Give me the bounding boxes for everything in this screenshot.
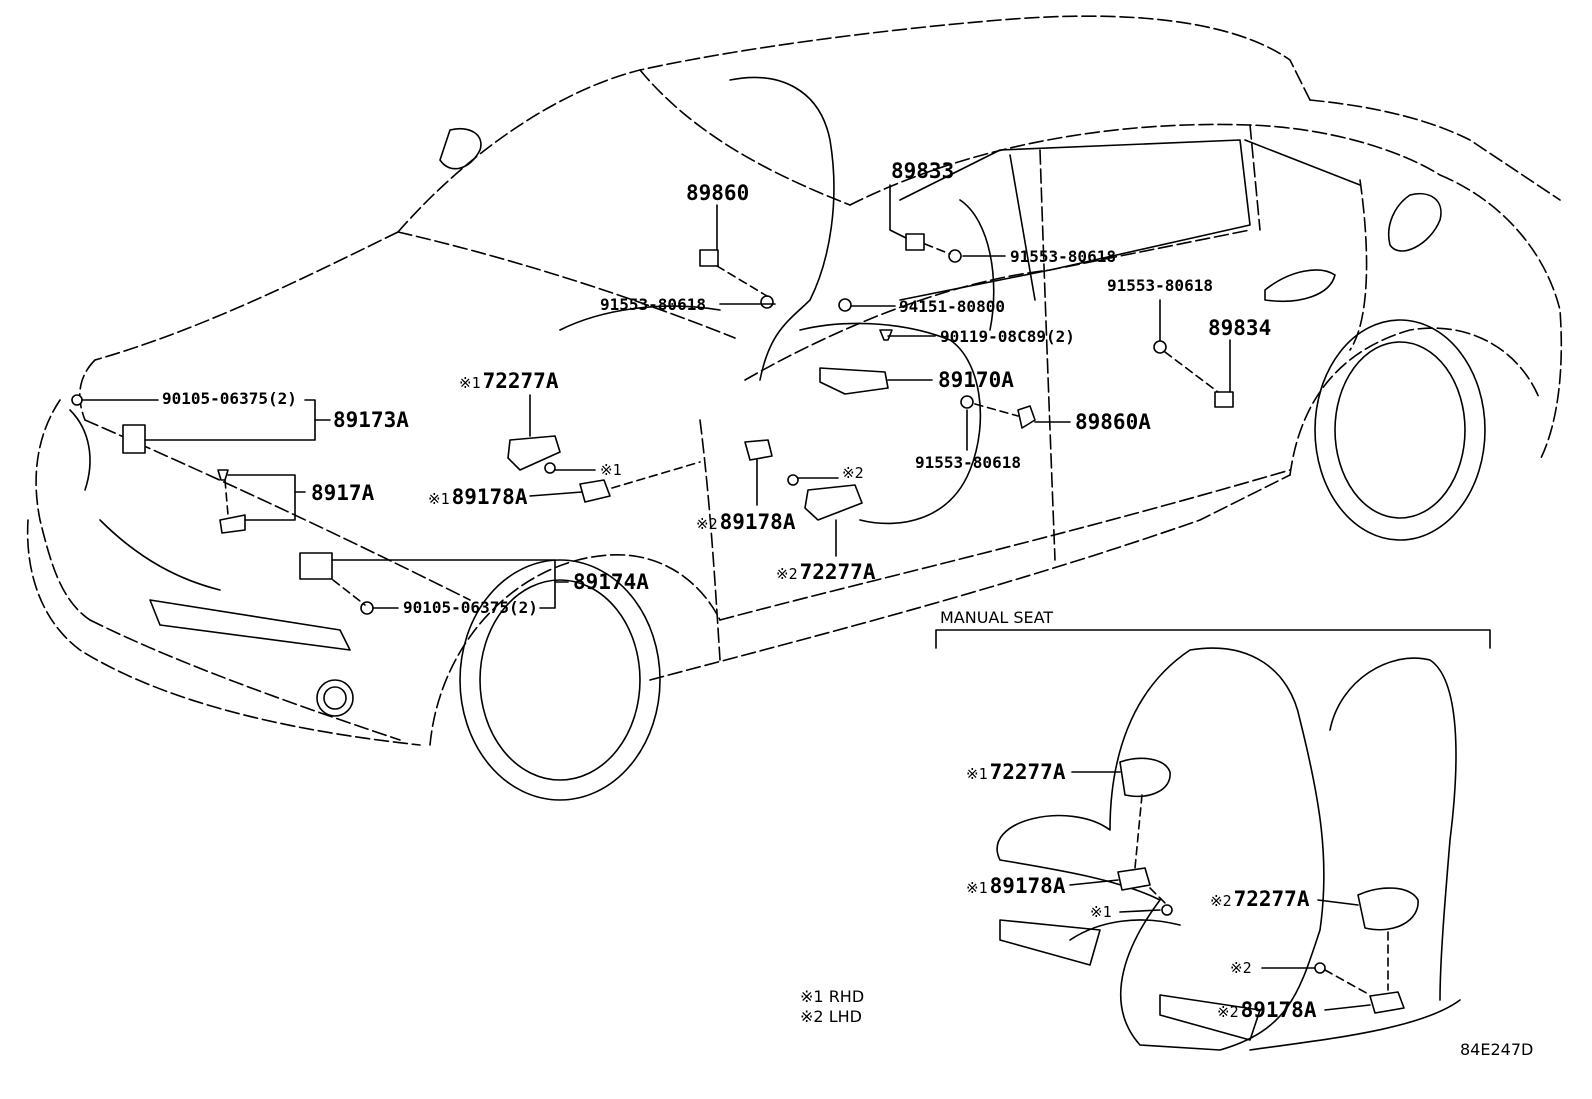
bolt-icon: [1161, 904, 1173, 916]
bolt-icon: [787, 474, 799, 486]
label-8917a: 8917A: [311, 481, 375, 505]
label-94151-80800: 94151-80800: [899, 297, 1005, 316]
label-89174a: 89174A: [573, 570, 649, 594]
bolt-icon: [1153, 340, 1167, 354]
sensor-89174a-icon: [299, 552, 333, 580]
label-72277a-lhd: ※272277A: [776, 560, 876, 584]
manual-seat-illustration: [996, 647, 1461, 1051]
connector-lines: [224, 243, 1389, 996]
seat-bracket-72277a-icon: [804, 484, 863, 521]
sensor-89860-icon: [699, 249, 719, 267]
sensor-89173a-icon: [122, 424, 146, 454]
label-89860: 89860: [686, 181, 750, 205]
label-89170a: 89170A: [938, 368, 1014, 392]
manual-seat-title: MANUAL SEAT: [940, 608, 1054, 627]
label-90119-08c89: 90119-08C89(2): [940, 327, 1075, 346]
sensor-89834-icon: [1214, 391, 1234, 408]
seat-label-72277a-rhd: ※172277A: [966, 760, 1066, 784]
bolt-icon: [879, 329, 893, 341]
airbag-module-icon: [819, 367, 889, 395]
bolt-icon: [960, 395, 974, 409]
seat-label-rhd-bolt: ※1: [1090, 903, 1112, 921]
label-91553-80618-a: 91553-80618: [1010, 247, 1116, 266]
legend-rhd: ※1 RHD: [800, 987, 865, 1006]
bolt-icon: [71, 394, 83, 406]
label-89860a: 89860A: [1075, 410, 1151, 434]
seat-sensor-89178a-icon: [1369, 991, 1405, 1014]
label-89834: 89834: [1208, 316, 1272, 340]
leader-lines: [81, 184, 1371, 1011]
seat-label-lhd-bolt: ※2: [1230, 959, 1252, 977]
legend-lhd: ※2 LHD: [800, 1007, 862, 1026]
seat-label-89178a-rhd: ※189178A: [966, 874, 1066, 898]
car-body-outline: [26, 15, 1563, 746]
label-90105-06375-b: 90105-06375(2): [403, 598, 538, 617]
nut-icon: [838, 298, 852, 312]
bolt-icon: [760, 295, 774, 309]
sensor-89833-icon: [905, 233, 925, 251]
label-72277a-rhd: ※172277A: [459, 369, 559, 393]
seat-sensor-89178a-icon: [1117, 867, 1151, 891]
seat-label-89178a-lhd: ※289178A: [1217, 998, 1317, 1022]
label-91553-80618-d: 91553-80618: [915, 453, 1021, 472]
seat-sensor-89178a-icon: [579, 479, 611, 503]
car-solid-details: [69, 76, 1486, 801]
label-rhd-bolt: ※1: [600, 461, 622, 479]
bolt-icon: [544, 462, 556, 474]
seat-bracket-72277a-icon: [1119, 757, 1171, 797]
bracket-8917a-icon: [219, 514, 246, 534]
bolt-icon: [948, 249, 962, 263]
manual-seat-bracket: [935, 629, 1491, 649]
label-89178a-lhd: ※289178A: [696, 510, 796, 534]
part-symbols: [71, 233, 1419, 1014]
bolt-icon: [217, 469, 229, 481]
label-90105-06375-a: 90105-06375(2): [162, 389, 297, 408]
label-89173a: 89173A: [333, 408, 409, 432]
seat-label-72277a-lhd: ※272277A: [1210, 887, 1310, 911]
bolt-icon: [360, 601, 374, 615]
bolt-icon: [1314, 962, 1326, 974]
label-89178a-rhd: ※189178A: [428, 485, 528, 509]
seat-sensor-89178a-icon: [744, 439, 773, 461]
seat-bracket-72277a-icon: [1357, 887, 1419, 931]
seat-bracket-72277a-icon: [507, 435, 561, 471]
label-91553-80618-c: 91553-80618: [1107, 276, 1213, 295]
diagram-code: 84E247D: [1460, 1040, 1534, 1059]
label-lhd-bolt: ※2: [842, 464, 864, 482]
sensor-89860a-icon: [1017, 405, 1036, 429]
label-91553-80618-b: 91553-80618: [600, 295, 706, 314]
label-89833: 89833: [891, 159, 955, 183]
